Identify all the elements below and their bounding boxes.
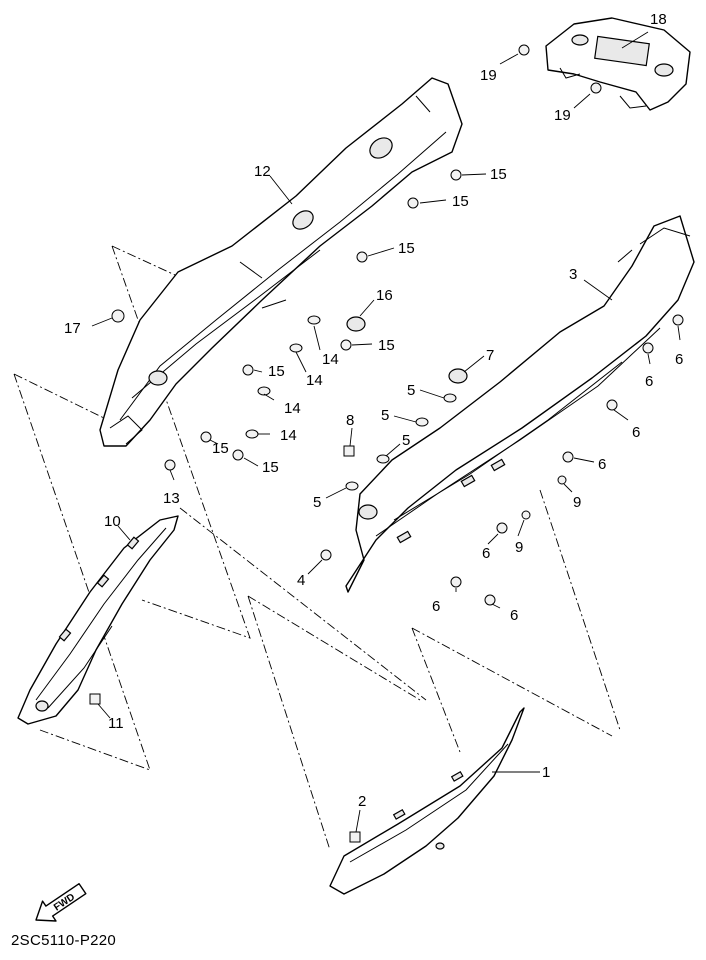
washer-5b (415, 417, 429, 427)
grommet-7 (448, 368, 468, 384)
washer-5c (376, 454, 390, 464)
screw-9a (557, 475, 567, 485)
washer-14a (307, 315, 321, 325)
screw-19a (518, 44, 530, 56)
diagram-code: 2SC5110-P220 (11, 932, 117, 949)
clip-11 (89, 693, 101, 705)
washer-5a (443, 393, 457, 403)
part-10-lower-cover (17, 515, 179, 725)
screw-9b (521, 510, 531, 520)
callout-11: 11 (108, 715, 124, 732)
bolt-4 (320, 549, 332, 561)
callout-18: 18 (650, 11, 667, 28)
callout-14b: 14 (306, 372, 323, 389)
callout-15a: 15 (490, 166, 507, 183)
fwd-arrow: FWD (35, 883, 87, 922)
callout-6e: 6 (482, 545, 490, 562)
callout-6g: 6 (510, 607, 518, 624)
rivet-15c (356, 251, 368, 263)
screw-13 (164, 459, 176, 471)
fwd-arrow-icon (35, 883, 87, 922)
leader-lines (91, 31, 681, 833)
callout-1: 1 (542, 764, 550, 781)
callout-5c: 5 (402, 432, 410, 449)
clip-2 (349, 831, 361, 843)
rivet-6d (562, 451, 574, 463)
phantom-lines (13, 245, 621, 851)
callout-15d: 15 (378, 337, 395, 354)
callout-5a: 5 (407, 382, 415, 399)
rivet-6c (606, 399, 618, 411)
part-12-rear-frame-cover (99, 77, 463, 447)
callout-12: 12 (254, 163, 271, 180)
callout-5d: 5 (313, 494, 321, 511)
washer-14c (257, 386, 271, 396)
callout-2: 2 (358, 793, 366, 810)
callout-3: 3 (569, 266, 577, 283)
callout-14d: 14 (280, 427, 297, 444)
part-18-bracket (545, 17, 691, 111)
callout-15b: 15 (452, 193, 469, 210)
callout-17: 17 (64, 320, 81, 337)
callout-16: 16 (376, 287, 393, 304)
callout-6a: 6 (675, 351, 683, 368)
rivet-15a (450, 169, 462, 181)
bolt-17 (111, 309, 125, 323)
callout-13: 13 (163, 490, 180, 507)
callout-15c: 15 (398, 240, 415, 257)
callout-6d: 6 (598, 456, 606, 473)
callout-9a: 9 (573, 494, 581, 511)
screw-19b (590, 82, 602, 94)
callout-4: 4 (297, 572, 305, 589)
callout-8: 8 (346, 412, 354, 429)
callout-9b: 9 (515, 539, 523, 556)
grommet-16 (346, 316, 366, 332)
callout-19b: 19 (554, 107, 571, 124)
callout-14c: 14 (284, 400, 301, 417)
callout-6f: 6 (432, 598, 440, 615)
rivet-15d (340, 339, 352, 351)
rivet-6g (484, 594, 496, 606)
washer-14b (289, 343, 303, 353)
rivet-15f (232, 449, 244, 461)
rivet-6e (496, 522, 508, 534)
callout-14a: 14 (322, 351, 339, 368)
callout-19a: 19 (480, 67, 497, 84)
callout-6c: 6 (632, 424, 640, 441)
clip-8 (343, 445, 355, 457)
callout-15e: 15 (268, 363, 285, 380)
callout-6b: 6 (645, 373, 653, 390)
callout-10: 10 (104, 513, 121, 530)
part-1-bottom-cover (329, 707, 525, 895)
callout-15f: 15 (262, 459, 279, 476)
rivet-15b (407, 197, 419, 209)
washer-5d (345, 481, 359, 491)
washer-14d (245, 429, 259, 439)
rivet-6b (642, 342, 654, 354)
callout-numbers: 1 2 3 4 5 5 5 5 5 6 6 6 6 6 6 6 6 6 7 8 … (64, 11, 683, 810)
callout-15g: 15 (212, 440, 229, 457)
rivet-15g (200, 431, 212, 443)
rivet-15e (242, 364, 254, 376)
part-3-side-cover-rail (345, 215, 695, 593)
rivet-6a (672, 314, 684, 326)
rivet-6f (450, 576, 462, 588)
callout-5b: 5 (381, 407, 389, 424)
callout-7: 7 (486, 347, 494, 364)
